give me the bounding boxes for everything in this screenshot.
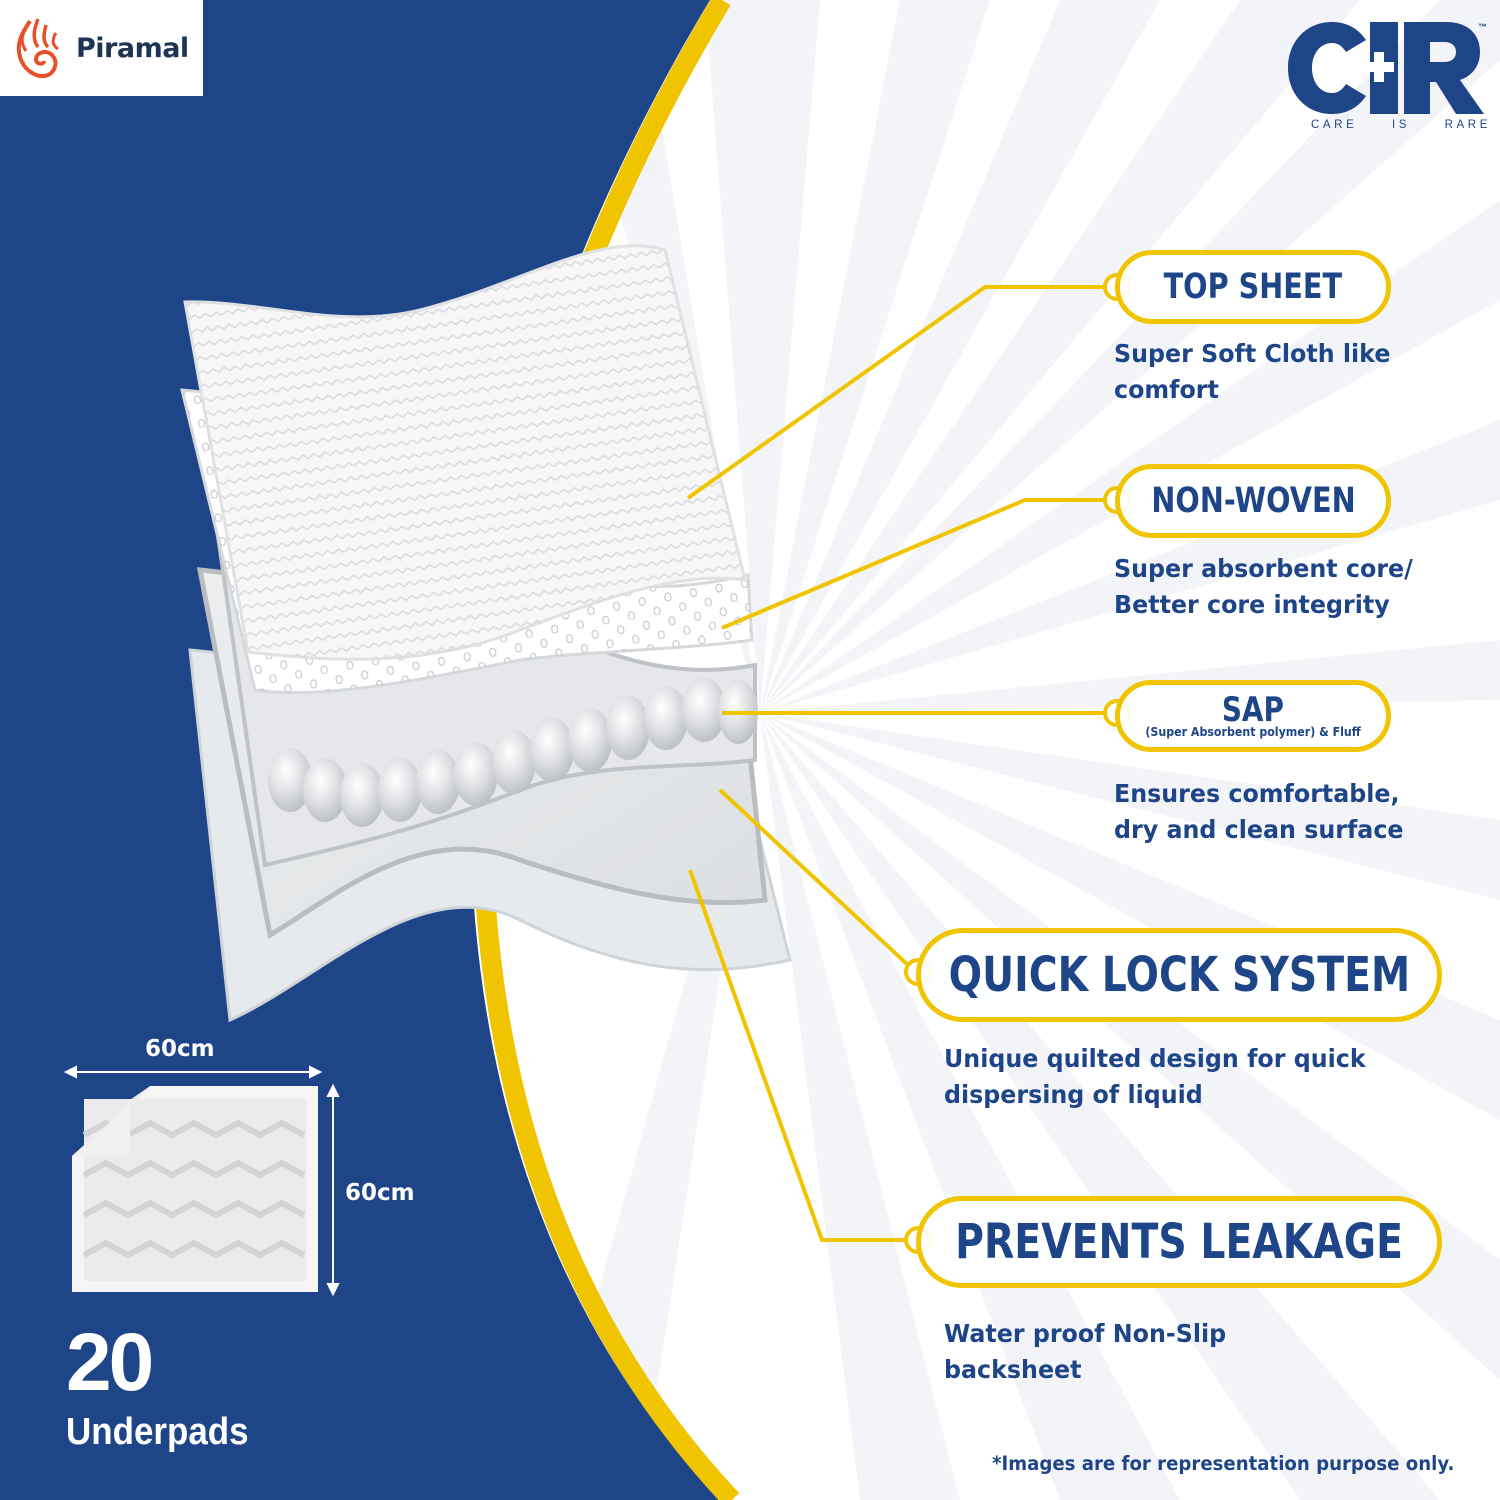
callout-top-sheet: TOP SHEET bbox=[1115, 250, 1391, 324]
trademark-symbol: ™ bbox=[1478, 22, 1487, 32]
callout-non-woven: NON-WOVEN bbox=[1115, 464, 1391, 538]
flame-hand-logo-icon bbox=[16, 18, 59, 78]
cir-letters-mark bbox=[1288, 22, 1484, 114]
callout-sap: SAP (Super Absorbent polymer) & Fluff bbox=[1115, 680, 1391, 752]
callout-quick-lock: QUICK LOCK SYSTEM bbox=[916, 928, 1442, 1022]
double-arrow-icon bbox=[63, 1065, 340, 1297]
piramal-logo: Piramal bbox=[0, 0, 203, 96]
width-label: 60cm bbox=[145, 1036, 215, 1062]
top-sheet-layer bbox=[183, 244, 747, 661]
cir-logo: ™ CARE IS RARE bbox=[1284, 18, 1489, 138]
disclaimer: *Images are for representation purpose o… bbox=[992, 1452, 1455, 1475]
pack-unit: Underpads bbox=[66, 1411, 249, 1453]
desc-sap: Ensures comfortable, dry and clean surfa… bbox=[1114, 779, 1404, 844]
desc-non-woven: Super absorbent core/ Better core integr… bbox=[1114, 554, 1413, 619]
leader-lines bbox=[686, 285, 1105, 1242]
desc-quick-lock: Unique quilted design for quick dispersi… bbox=[944, 1044, 1366, 1109]
height-label: 60cm bbox=[345, 1180, 415, 1206]
piramal-wordmark: Piramal bbox=[76, 32, 189, 64]
pad-size-illustration bbox=[72, 1086, 318, 1292]
desc-top-sheet: Super Soft Cloth like comfort bbox=[1114, 339, 1391, 404]
desc-prevents-leakage: Water proof Non-Slip backsheet bbox=[944, 1319, 1227, 1384]
medical-cross-icon bbox=[1364, 52, 1394, 82]
callout-prevents-leakage: PREVENTS LEAKAGE bbox=[916, 1196, 1442, 1288]
pack-count: 20 bbox=[66, 1317, 154, 1408]
cir-tagline: CARE IS RARE bbox=[1311, 119, 1491, 131]
